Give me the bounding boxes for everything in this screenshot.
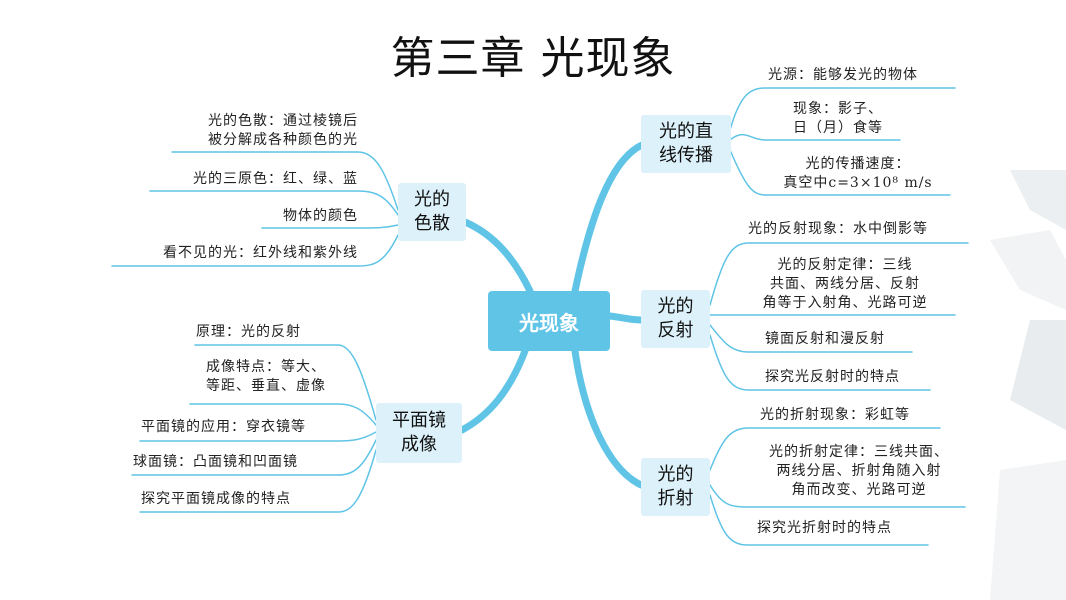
branch-straight-propagation: 光的直 线传播	[641, 115, 731, 173]
leaf-reflection-law: 光的反射定律：三线 共面、两线分居、反射 角等于入射角、光路可逆	[762, 257, 928, 311]
background-decoration	[990, 170, 1066, 600]
leaf-object-color: 物体的颜色	[283, 208, 358, 224]
leaf-refraction-experiment: 探究光折射时的特点	[757, 520, 892, 536]
leaf-image-features: 成像特点：等大、 等距、垂直、虚像	[206, 359, 326, 394]
trunk-refraction	[571, 347, 645, 489]
leaf-invisible-light: 看不见的光：红外线和紫外线	[163, 245, 358, 261]
branch-plane-mirror: 平面镜 成像	[376, 403, 462, 463]
branch-dispersion: 光的 色散	[398, 183, 466, 241]
leaf-light-speed: 光的传播速度： 真空中c=3×10⁸ m/s	[783, 156, 933, 191]
leaf-refraction-phenomenon: 光的折射现象：彩虹等	[760, 407, 910, 423]
leaf-specular-diffuse: 镜面反射和漫反射	[765, 331, 885, 347]
trunk-dispersion	[461, 218, 534, 295]
trunk-straight	[571, 141, 646, 295]
branch-refraction: 光的 折射	[641, 458, 710, 516]
leaf-refraction-law: 光的折射定律：三线共面、 两线分居、折射角随入射 角而改变、光路可逆	[769, 444, 949, 498]
leaf-reflection-phenomenon: 光的反射现象：水中倒影等	[748, 221, 928, 237]
leaf-mirror-application: 平面镜的应用：穿衣镜等	[141, 419, 306, 435]
root-node: 光现象	[488, 291, 610, 351]
leaf-reflection-experiment: 探究光反射时的特点	[765, 369, 900, 385]
leaf-mirror-experiment: 探究平面镜成像的特点	[141, 491, 291, 507]
trunk-reflection	[606, 312, 645, 324]
leaf-dispersion-definition: 光的色散：通过棱镜后 被分解成各种颜色的光	[208, 113, 358, 148]
trunk-mirror	[458, 347, 529, 434]
leaf-primary-colors: 光的三原色：红、绿、蓝	[193, 171, 358, 187]
leaf-spherical-mirror: 球面镜：凸面镜和凹面镜	[133, 454, 298, 470]
leaf-light-source: 光源：能够发光的物体	[768, 67, 918, 83]
branch-reflection: 光的 反射	[641, 290, 710, 348]
leaf-mirror-principle: 原理：光的反射	[196, 324, 301, 340]
page-title: 第三章 光现象	[390, 33, 676, 84]
leaf-shadow-eclipse: 现象：影子、 日（月）食等	[793, 101, 883, 136]
